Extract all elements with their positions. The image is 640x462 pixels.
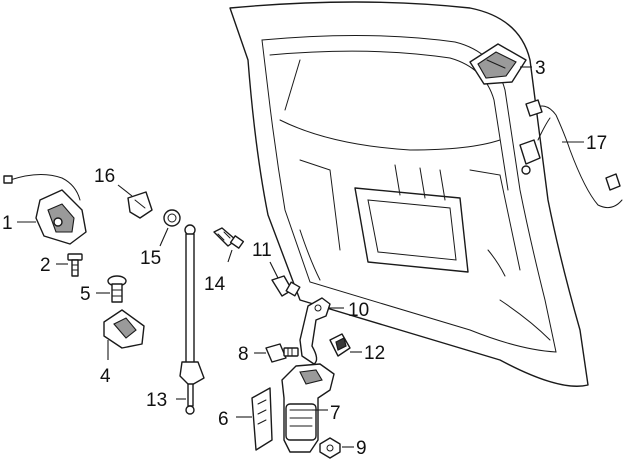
callout-8: 8: [238, 344, 249, 365]
part-6-cover: [251, 387, 273, 451]
part-16-bumper: [127, 191, 153, 219]
callout-4: 4: [100, 366, 111, 387]
part-14-stud: [213, 227, 245, 249]
callout-13: 13: [146, 390, 167, 411]
callout-3: 3: [535, 58, 546, 79]
part-12-clip: [329, 333, 351, 357]
part-2-bolt: [67, 253, 83, 277]
callout-6: 6: [218, 409, 229, 430]
part-17-wiring-harness: [519, 99, 623, 209]
callout-17: 17: [586, 133, 607, 154]
liftgate-door-panel: [229, 1, 589, 387]
callout-7: 7: [330, 403, 341, 424]
leader-11: [269, 261, 279, 279]
part-15-ball-stud: [163, 209, 181, 227]
callout-16: 16: [94, 166, 115, 187]
callout-5: 5: [80, 284, 91, 305]
part-7-actuator-motor: [281, 363, 335, 453]
part-13-gas-strut: [179, 224, 205, 415]
part-4-striker: [103, 309, 145, 349]
callout-14: 14: [204, 274, 226, 295]
leader-14: [227, 249, 233, 263]
callout-15: 15: [140, 248, 161, 269]
part-3-handle-switch: [469, 43, 527, 85]
callout-12: 12: [364, 343, 385, 364]
part-9-nut: [319, 437, 341, 459]
part-1-latch: [3, 174, 87, 245]
callout-11: 11: [252, 240, 272, 261]
part-5-bolt: [107, 275, 127, 303]
callout-1: 1: [2, 213, 13, 234]
callout-9: 9: [356, 438, 367, 459]
callout-10: 10: [348, 300, 369, 321]
leader-15: [159, 227, 169, 247]
callout-2: 2: [40, 255, 51, 276]
part-11-bolt: [271, 275, 301, 297]
leader-16: [117, 184, 133, 197]
part-10-bracket: [299, 297, 331, 365]
part-8-bolt: [265, 343, 299, 363]
